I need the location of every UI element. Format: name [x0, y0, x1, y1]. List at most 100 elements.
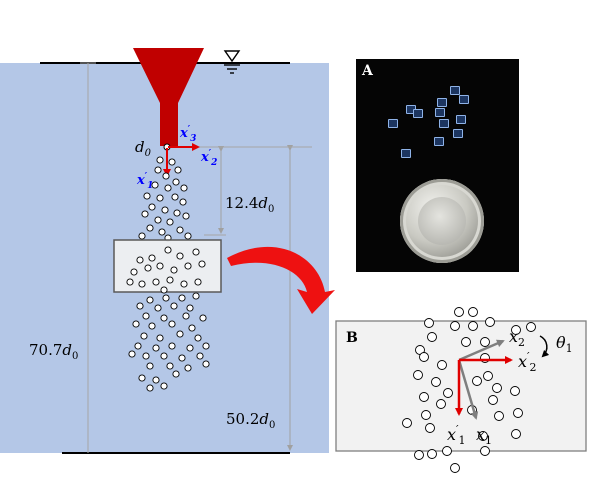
particle: [192, 292, 200, 300]
panel-b-x2-prime-label: x′2: [518, 350, 537, 374]
particle-plume-box: [126, 246, 206, 294]
crystal-particle: [434, 137, 444, 146]
particle: [138, 374, 146, 382]
axis-x1-arrow: [457, 359, 479, 420]
particle: [160, 352, 168, 360]
particle: [148, 254, 156, 262]
particle: [450, 463, 460, 473]
axis-x2-arrow: [458, 339, 505, 362]
particle: [182, 312, 190, 320]
particle: [492, 383, 502, 393]
particle: [148, 322, 156, 330]
particle: [196, 352, 204, 360]
particle: [166, 218, 174, 226]
particle: [461, 337, 471, 347]
particle: [172, 370, 180, 378]
particle: [156, 194, 164, 202]
particle: [176, 330, 184, 338]
distance-bottom-label: 50.2d0: [226, 410, 275, 431]
particle: [427, 332, 437, 342]
particle: [472, 376, 482, 386]
particle: [494, 411, 504, 421]
particle: [419, 352, 429, 362]
panel-b-x2-label: x2: [509, 327, 525, 349]
particle: [166, 362, 174, 370]
particle: [511, 325, 521, 335]
panel-b-x1-prime-label: x′1: [447, 423, 466, 447]
particle: [202, 342, 210, 350]
particle-plume: [128, 156, 210, 392]
particle: [413, 370, 423, 380]
panel-a-label: A: [362, 63, 373, 79]
nozzle-funnel: [133, 48, 204, 146]
particle: [154, 166, 162, 174]
particle: [172, 178, 180, 186]
particle: [168, 158, 176, 166]
particle: [164, 246, 172, 254]
particle: [146, 362, 154, 370]
particle: [194, 278, 202, 286]
particle: [176, 226, 184, 234]
particle: [152, 376, 160, 384]
particle: [485, 317, 495, 327]
particle: [161, 206, 169, 214]
particle: [194, 334, 202, 342]
particle: [431, 377, 441, 387]
particle: [136, 302, 144, 310]
particle: [143, 192, 151, 200]
particle: [186, 304, 194, 312]
particle: [436, 399, 446, 409]
particle: [130, 268, 138, 276]
axis-x2-prime-label: x′2: [200, 149, 217, 168]
particle: [144, 264, 152, 272]
particle: [402, 418, 412, 428]
crystal-particle: [456, 115, 466, 124]
crystal-particle: [435, 108, 445, 117]
coin-image: [400, 179, 484, 263]
particle: [199, 314, 207, 322]
particle: [174, 166, 182, 174]
particle: [140, 332, 148, 340]
particle: [425, 423, 435, 433]
particle: [414, 450, 424, 460]
particle: [154, 304, 162, 312]
particle: [136, 256, 144, 264]
particle: [437, 360, 447, 370]
particle: [166, 276, 174, 284]
panel-b-particles: [402, 307, 536, 473]
distance-top-label: 12.4d0: [225, 194, 274, 215]
crystal-particle: [459, 95, 469, 104]
particle: [480, 337, 490, 347]
particle: [526, 322, 536, 332]
particle: [138, 280, 146, 288]
particle: [146, 296, 154, 304]
panel-b-box: [335, 320, 587, 452]
particle: [483, 371, 493, 381]
particle: [510, 386, 520, 396]
water-surface-icon: [223, 50, 241, 74]
particle: [424, 318, 434, 328]
particle: [184, 232, 192, 240]
particle: [184, 262, 192, 270]
particle: [178, 354, 186, 362]
particle: [198, 260, 206, 268]
particle: [168, 342, 176, 350]
particle: [184, 364, 192, 372]
particle: [419, 392, 429, 402]
particle: [134, 342, 142, 350]
particle: [128, 350, 136, 358]
particle: [151, 181, 159, 189]
particle: [182, 212, 190, 220]
particle: [152, 344, 160, 352]
particle: [180, 280, 188, 288]
crystal-particle: [413, 109, 423, 118]
particle: [160, 286, 168, 294]
particle: [142, 352, 150, 360]
particle: [178, 294, 186, 302]
particle: [454, 307, 464, 317]
particle: [154, 216, 162, 224]
particle: [480, 446, 490, 456]
particle: [442, 446, 452, 456]
particle: [443, 388, 453, 398]
